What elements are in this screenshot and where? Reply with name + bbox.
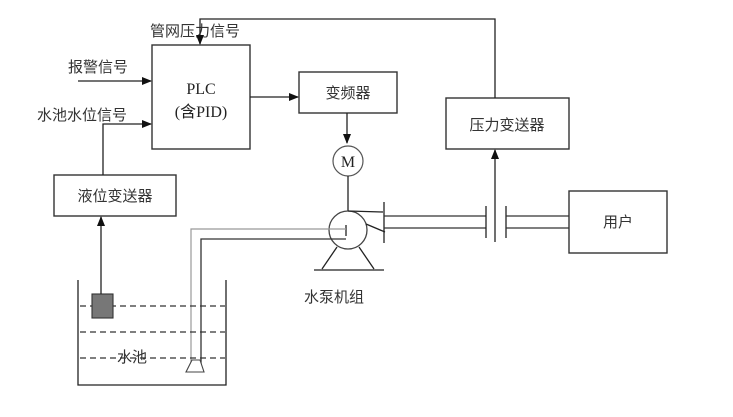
user-label: 用户 [603,213,633,231]
pressure-transmitter-label: 压力变送器 [469,116,544,134]
level-transmitter-label: 液位变送器 [77,187,152,205]
network-pressure-signal-label: 管网压力信号 [150,22,240,40]
network-pressure-feedback-line [196,18,496,98]
plc-block: PLC (含PID) [151,44,251,150]
suction-pipe [185,228,346,373]
plc-label: PLC [186,81,215,98]
plc-pid-label: (含PID) [175,103,227,121]
motor-label: M [341,154,355,171]
foot-valve-icon [185,359,205,373]
pressure-transmitter-block: 压力变送器 [445,97,570,150]
outlet-pipe [384,206,569,238]
pool-tank [77,280,227,386]
level-transmitter-block: 液位变送器 [53,174,177,217]
pool-level-signal-arrow [102,120,152,175]
alarm-signal-label: 报警信号 [68,58,128,76]
level-sensor-icon [91,293,114,319]
pool-level-signal-label: 水池水位信号 [37,106,127,124]
motor-symbol: M [332,145,364,177]
pump-symbol [314,202,386,271]
pump-unit-label: 水泵机组 [304,288,364,306]
vfd-block: 变频器 [298,71,398,114]
vfd-label: 变频器 [325,84,370,102]
user-block: 用户 [568,190,668,254]
pool-label: 水池 [117,348,147,366]
